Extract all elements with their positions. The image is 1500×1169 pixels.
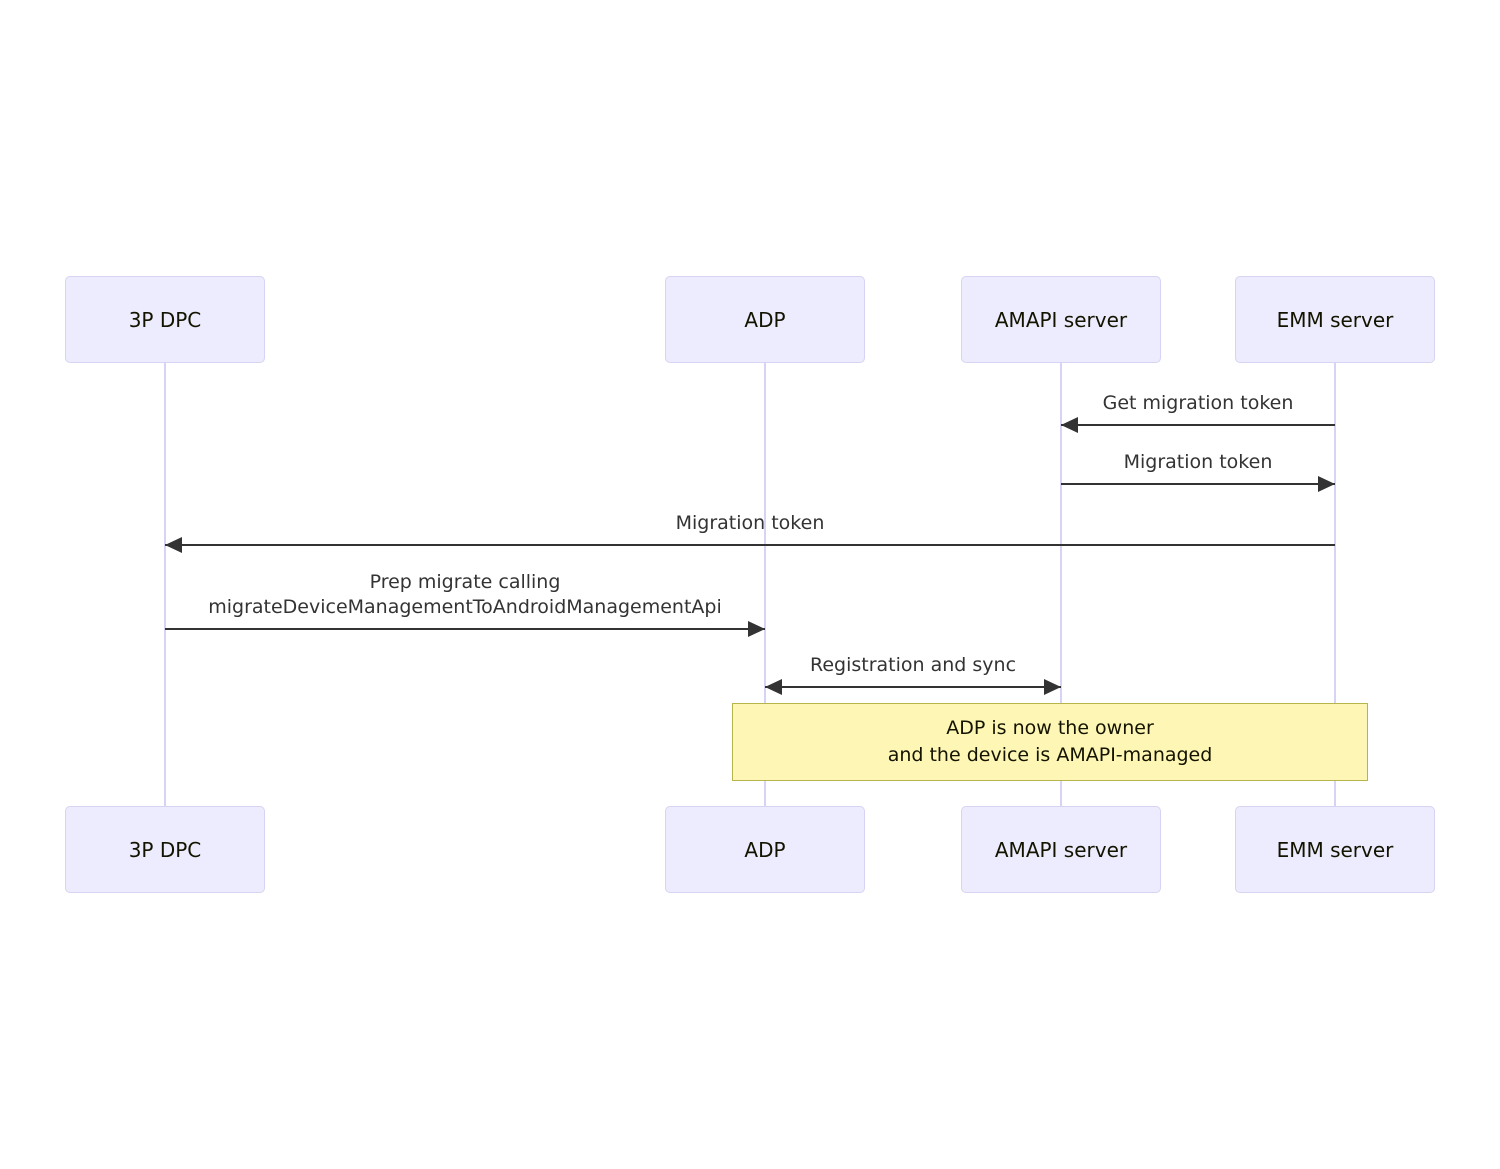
participant-adp-bottom[interactable]: ADP: [665, 806, 865, 893]
participant-label: ADP: [744, 837, 786, 862]
arrowhead-left-icon: [1061, 417, 1078, 433]
participant-label: 3P DPC: [128, 307, 202, 332]
participant-label: EMM server: [1276, 837, 1394, 862]
message-label: Migration token: [1123, 451, 1273, 473]
participant-label: AMAPI server: [994, 307, 1128, 332]
participant-amapi-server-top[interactable]: AMAPI server: [961, 276, 1161, 363]
participant-label: AMAPI server: [994, 837, 1128, 862]
message-label: Get migration token: [1102, 392, 1294, 414]
arrowhead-left-icon: [765, 679, 782, 695]
note-line-1: ADP is now the owner: [946, 717, 1154, 739]
arrowhead-right-icon: [1318, 476, 1335, 492]
lifeline-adp: [764, 363, 766, 806]
message-line: [165, 628, 765, 630]
message-line: [765, 686, 1061, 688]
participant-label: ADP: [744, 307, 786, 332]
arrowhead-right-icon: [1044, 679, 1061, 695]
participant-emm-server-bottom[interactable]: EMM server: [1235, 806, 1435, 893]
participant-label: 3P DPC: [128, 837, 202, 862]
participant-emm-server-top[interactable]: EMM server: [1235, 276, 1435, 363]
participant-label: EMM server: [1276, 307, 1394, 332]
lifeline-3p-dpc: [164, 363, 166, 806]
note-adp-owner: ADP is now the owner and the device is A…: [732, 703, 1368, 781]
arrowhead-left-icon: [165, 537, 182, 553]
note-line-2: and the device is AMAPI-managed: [887, 744, 1213, 766]
message-label: Migration token: [675, 512, 825, 534]
lifeline-emm-server: [1334, 363, 1336, 806]
lifeline-amapi-server: [1060, 363, 1062, 806]
message-line: [1061, 424, 1335, 426]
message-line: [1061, 483, 1335, 485]
participant-3p-dpc-bottom[interactable]: 3P DPC: [65, 806, 265, 893]
message-label: Prep migrate calling migrateDeviceManage…: [208, 571, 722, 618]
arrowhead-right-icon: [748, 621, 765, 637]
message-line: [165, 544, 1335, 546]
participant-amapi-server-bottom[interactable]: AMAPI server: [961, 806, 1161, 893]
message-label: Registration and sync: [809, 654, 1017, 676]
participant-3p-dpc-top[interactable]: 3P DPC: [65, 276, 265, 363]
participant-adp-top[interactable]: ADP: [665, 276, 865, 363]
